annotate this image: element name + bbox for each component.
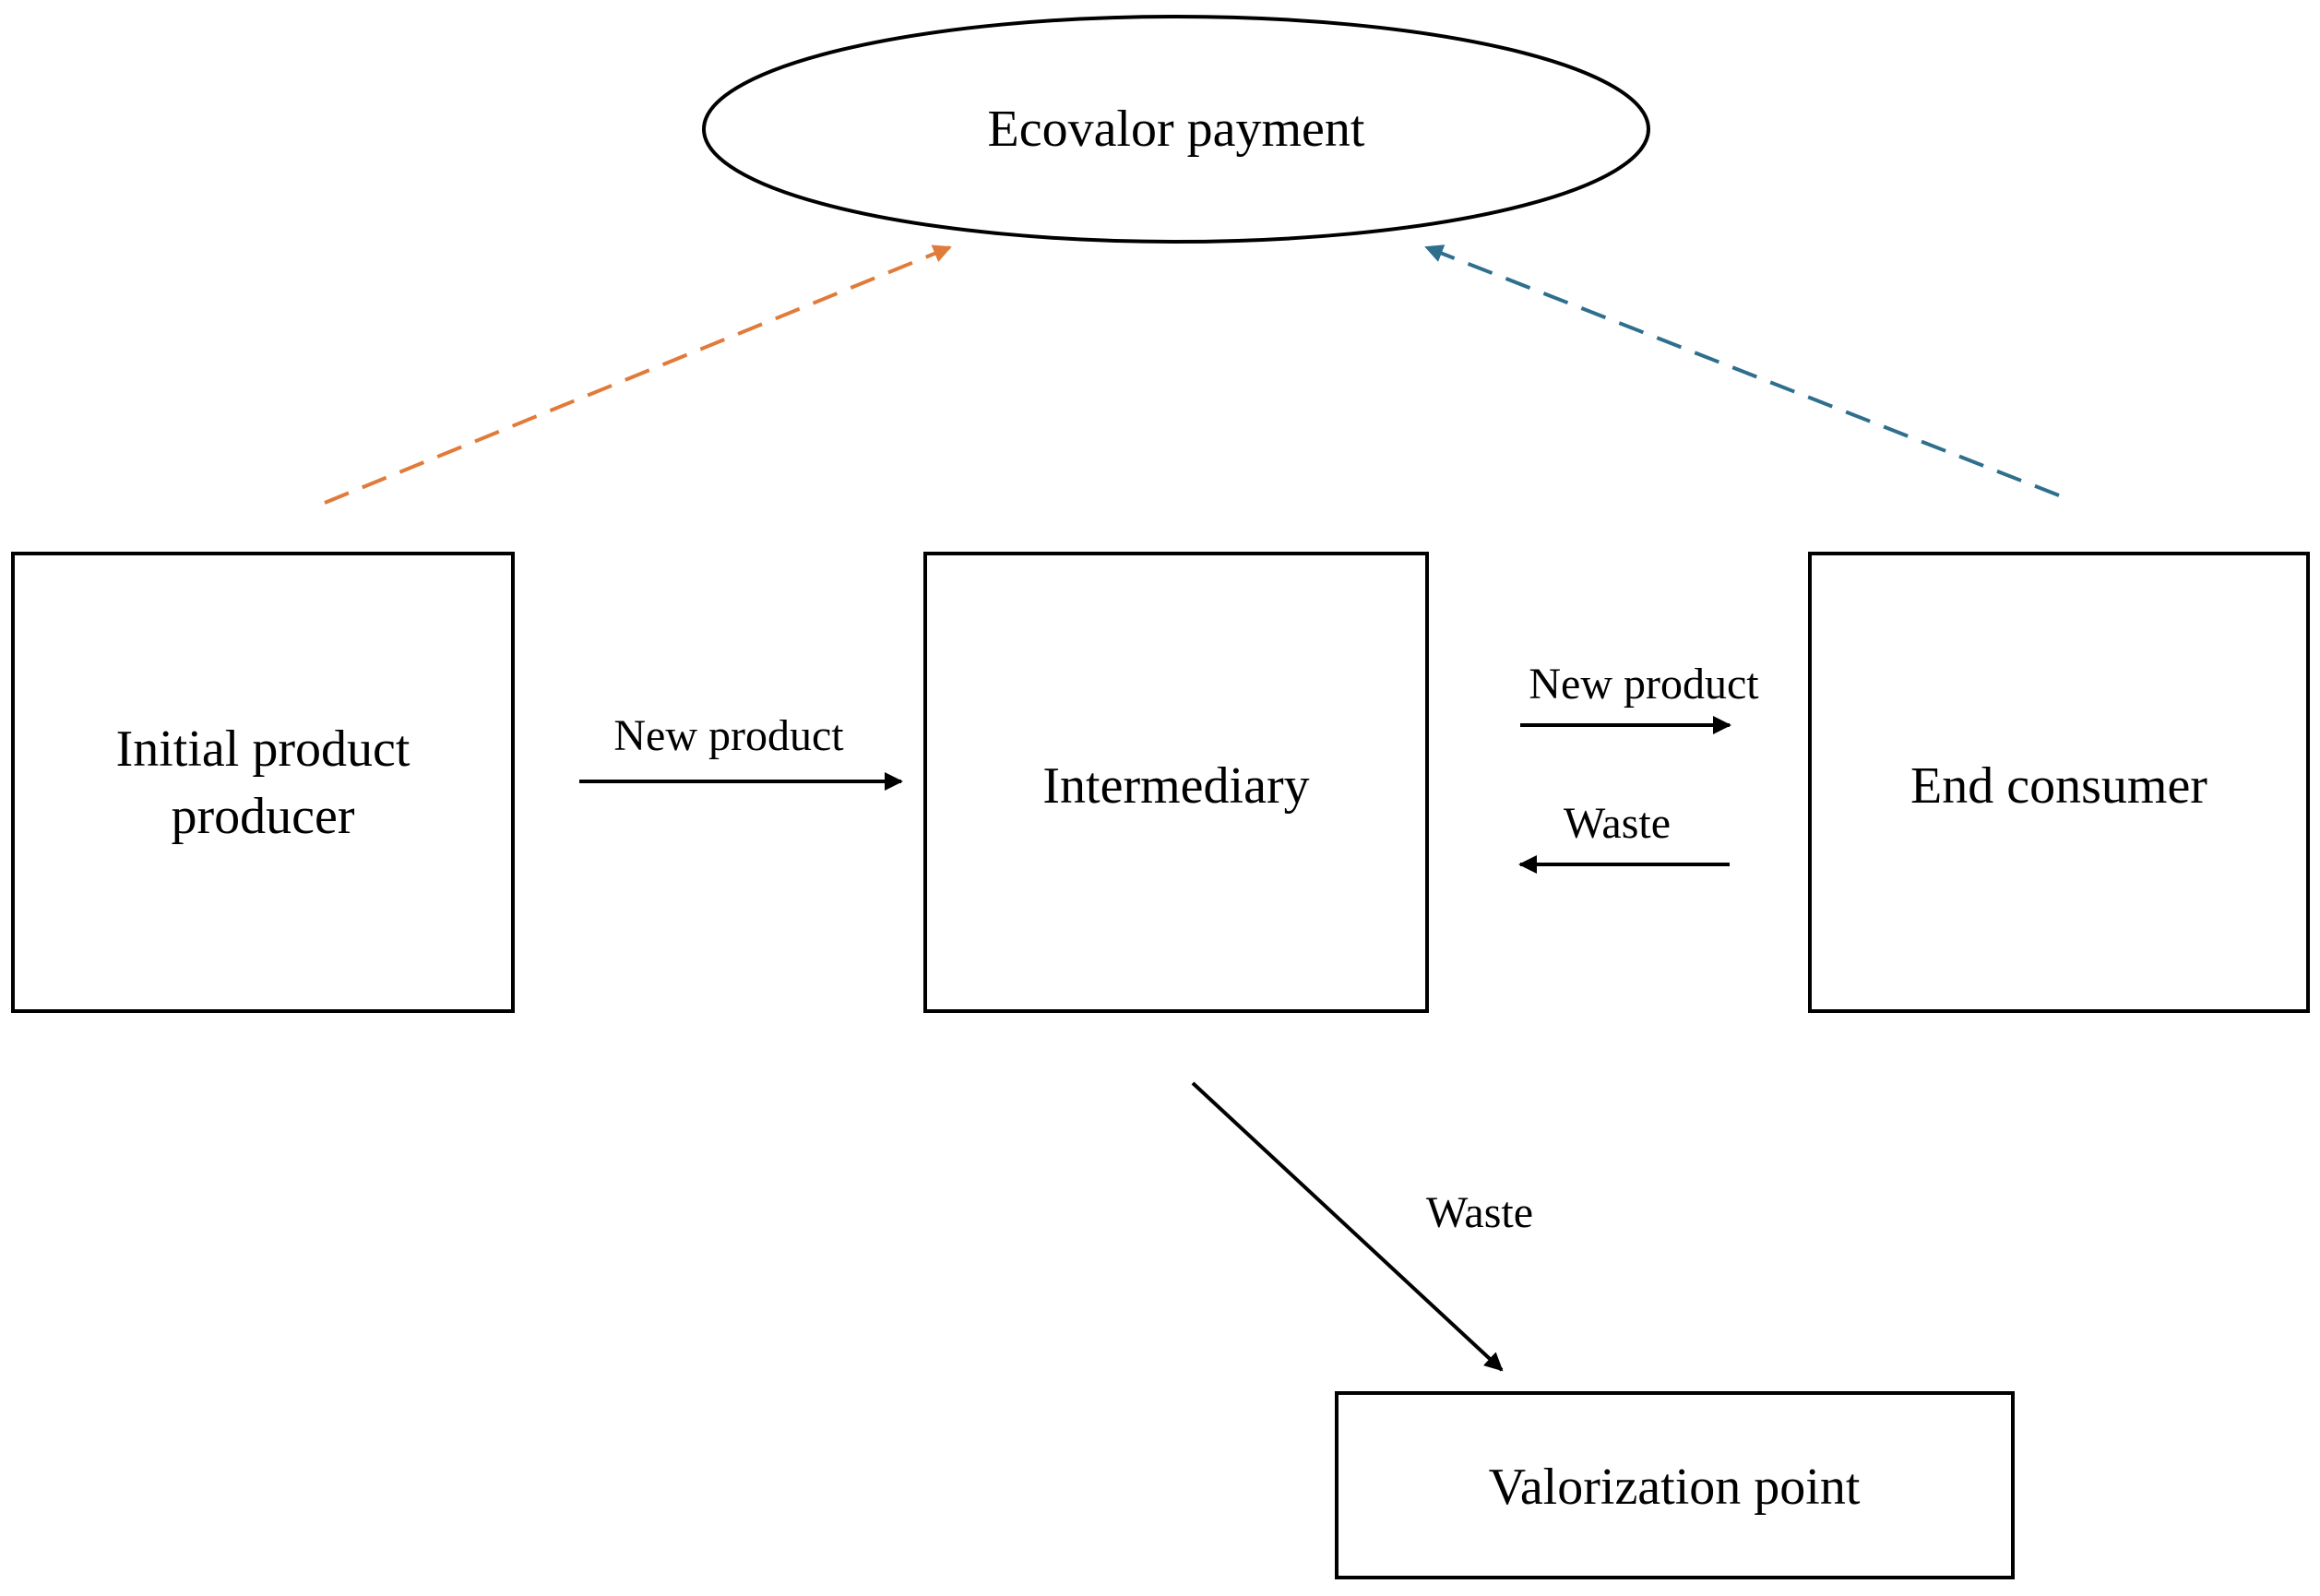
end-consumer-node: End consumer xyxy=(1808,552,2310,1013)
valorization-point-label: Valorization point xyxy=(1489,1459,1861,1516)
initial-producer-label-line1: Initial product xyxy=(116,721,410,778)
edge-intermediary-to-valorization-label: Waste xyxy=(1426,1188,1533,1237)
initial-producer-box xyxy=(11,552,515,1013)
initial-producer-node: Initial product producer xyxy=(11,552,515,1013)
end-consumer-box xyxy=(1808,552,2310,1013)
ecovalor-payment-node: Ecovalor payment xyxy=(702,15,1650,244)
ecovalor-payment-ellipse xyxy=(702,15,1650,244)
intermediary-label: Intermediary xyxy=(1042,757,1309,815)
edge-intermediary-to-consumer-label: New product xyxy=(1529,660,1759,709)
intermediary-node: Intermediary xyxy=(923,552,1429,1013)
edge-consumer-to-intermediary-label: Waste xyxy=(1564,799,1671,848)
edge-producer-to-intermediary: New product xyxy=(579,711,903,791)
intermediary-to-valorization-arrow xyxy=(1191,1081,1504,1372)
initial-producer-label-line2: producer xyxy=(171,788,354,845)
consumer-payment-arrow xyxy=(1424,244,2060,497)
valorization-point-node: Valorization point xyxy=(1335,1391,2015,1579)
edge-intermediary-to-valorization: Waste xyxy=(1191,1081,1533,1372)
intermediary-box xyxy=(923,552,1429,1013)
edge-producer-to-intermediary-label: New product xyxy=(613,711,844,760)
producer-payment-arrow xyxy=(324,244,952,505)
edge-consumer-to-intermediary: Waste xyxy=(1518,799,1730,874)
ecovalor-payment-label: Ecovalor payment xyxy=(988,101,1365,158)
valorization-point-box xyxy=(1335,1391,2015,1579)
edge-intermediary-to-consumer: New product xyxy=(1520,660,1759,734)
end-consumer-label: End consumer xyxy=(1910,757,2207,815)
